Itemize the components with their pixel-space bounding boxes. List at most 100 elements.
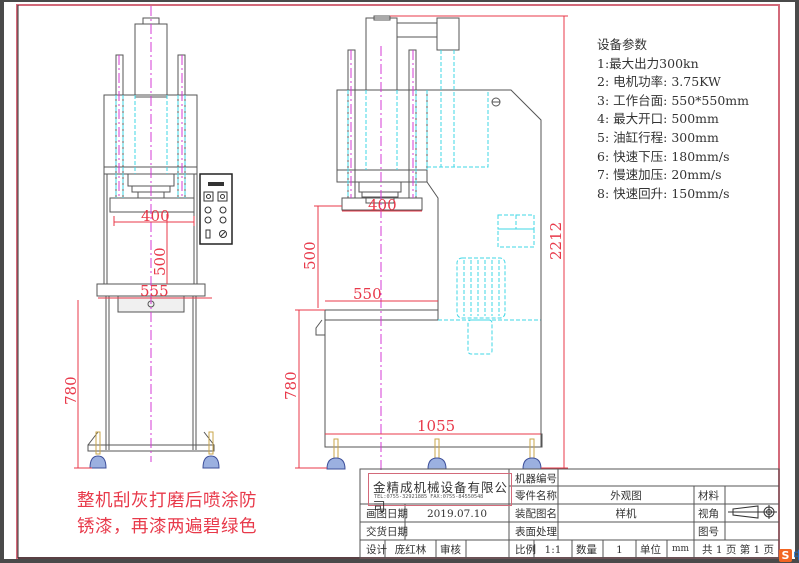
value-designer: 庞红林 bbox=[394, 544, 427, 556]
value-scale: 1:1 bbox=[544, 544, 562, 556]
panel-button[interactable] bbox=[204, 216, 212, 224]
side-frame-back bbox=[337, 89, 542, 447]
company-name: 金精成机械设备有限公司 bbox=[373, 480, 509, 514]
ime-logo-icon[interactable]: S bbox=[779, 549, 792, 562]
title-block-frame bbox=[359, 468, 780, 559]
title-block-grid bbox=[359, 468, 780, 559]
panel-label-plate bbox=[208, 182, 224, 186]
side-throat bbox=[426, 170, 439, 320]
panel-switch-left-knob bbox=[206, 194, 211, 199]
side-upper-table bbox=[341, 197, 423, 211]
dim-side-780: 780 bbox=[282, 371, 300, 400]
company-box: 金精成机械设备有限公司 TEL:0755-32921885 FAX:0755-8… bbox=[368, 473, 512, 514]
projection-symbol-icon bbox=[728, 505, 777, 519]
value-part-name: 外观图 bbox=[610, 490, 642, 502]
value-assembly: 样机 bbox=[615, 508, 637, 520]
cad-drawing: 400 500 555 780 bbox=[16, 4, 780, 559]
panel-switch-left[interactable] bbox=[203, 191, 214, 202]
panel-button[interactable] bbox=[204, 206, 212, 214]
panel-emergency-stop[interactable] bbox=[219, 230, 227, 238]
foot-bolt-left bbox=[95, 431, 101, 455]
label-view-angle: 视角 bbox=[698, 508, 719, 520]
ime-mode[interactable]: 中 bbox=[793, 549, 799, 562]
label-drawing-no: 图号 bbox=[698, 526, 719, 538]
dim-side-550: 550 bbox=[353, 285, 382, 303]
parameter-item: 7: 慢速加压: 20mm/s bbox=[597, 167, 722, 183]
label-delivery-date: 交货日期 bbox=[366, 526, 408, 538]
dim-side-1055: 1055 bbox=[417, 417, 455, 435]
value-draw-date: 2019.07.10 bbox=[426, 508, 488, 520]
projection-cone-icon bbox=[732, 505, 759, 519]
label-draw-date: 画图日期 bbox=[366, 508, 408, 520]
hidden-valve-base bbox=[497, 228, 535, 248]
label-part-name: 零件名称 bbox=[515, 490, 557, 502]
parameter-item: 3: 工作台面: 550*550mm bbox=[597, 92, 749, 108]
side-base bbox=[324, 433, 543, 448]
side-ram bbox=[358, 181, 402, 193]
company-contact: TEL:0755-32921885 FAX:0755-84550548 bbox=[374, 494, 484, 500]
label-qty: 数量 bbox=[576, 544, 597, 556]
hidden-valve bbox=[515, 214, 535, 230]
side-foot-pad bbox=[522, 457, 542, 470]
dim-front-400: 400 bbox=[141, 207, 170, 225]
label-scale: 比例 bbox=[515, 544, 536, 556]
side-dimensions bbox=[295, 15, 568, 469]
foot-pad-right bbox=[202, 455, 220, 469]
parameter-item: 5: 油缸行程: 300mm bbox=[597, 129, 719, 145]
panel-button[interactable] bbox=[219, 206, 227, 214]
label-machine-no: 机器编号 bbox=[515, 473, 557, 485]
side-centerlines bbox=[350, 46, 414, 472]
label-material: 材料 bbox=[698, 490, 719, 502]
note-line-1: 整机刮灰打磨后喷涂防 bbox=[77, 491, 257, 511]
value-qty: 1 bbox=[616, 544, 623, 556]
panel-switch-right-knob bbox=[220, 194, 225, 199]
parameter-item: 1:最大出力300kn bbox=[597, 55, 699, 71]
dim-front-780: 780 bbox=[62, 376, 80, 405]
upper-table bbox=[109, 197, 195, 213]
hidden-pump bbox=[467, 319, 493, 355]
note-line-2: 锈漆，再漆两遍碧绿色 bbox=[77, 517, 257, 537]
hidden-valve bbox=[497, 214, 517, 230]
hidden-line bbox=[427, 90, 489, 168]
parameter-item: 8: 快速回升: 150mm/s bbox=[597, 185, 730, 201]
side-foot-bolt bbox=[434, 438, 440, 460]
panel-key-switch[interactable] bbox=[205, 229, 211, 239]
side-hidden-lines bbox=[347, 50, 541, 355]
label-unit: 单位 bbox=[640, 544, 661, 556]
side-table-lip bbox=[315, 319, 325, 336]
side-valve-block bbox=[436, 17, 460, 51]
side-cylinder-arm bbox=[396, 22, 438, 38]
label-review: 审核 bbox=[440, 544, 461, 556]
parameter-item: 6: 快速下压: 180mm/s bbox=[597, 148, 730, 164]
foot-bolt-right bbox=[208, 431, 214, 455]
painting-note: 整机刮灰打磨后喷涂防 锈漆，再漆两遍碧绿色 bbox=[77, 488, 257, 540]
dim-side-500: 500 bbox=[301, 241, 319, 270]
side-foot-bolt bbox=[333, 438, 339, 460]
drawing-sheet: 400 500 555 780 bbox=[4, 2, 795, 559]
parameter-item: 4: 最大开口: 500mm bbox=[597, 111, 719, 127]
foot-pad-left bbox=[89, 455, 107, 469]
panel-button[interactable] bbox=[219, 216, 227, 224]
dim-side-2212: 2212 bbox=[547, 222, 565, 260]
front-dimensions bbox=[74, 214, 212, 469]
side-foot-bolt bbox=[529, 438, 535, 460]
label-surface: 表面处理 bbox=[515, 526, 557, 538]
dim-front-555: 555 bbox=[140, 282, 169, 300]
page-count: 共 1 页 第 1 页 bbox=[702, 544, 775, 556]
label-design: 设计 bbox=[366, 544, 387, 556]
parameters-title: 设备参数 bbox=[597, 37, 648, 52]
front-centerlines bbox=[118, 6, 183, 462]
equipment-parameters: 设备参数 1:最大出力300kn 2: 电机功率: 3.75KW 3: 工作台面… bbox=[597, 36, 749, 203]
panel-emergency-stop-mark bbox=[220, 231, 226, 237]
value-unit: mm bbox=[671, 544, 690, 554]
parameter-item: 2: 电机功率: 3.75KW bbox=[597, 74, 721, 90]
side-view bbox=[315, 15, 543, 470]
side-foot-pad bbox=[326, 457, 346, 470]
front-hidden-lines bbox=[115, 95, 186, 198]
dim-side-400: 400 bbox=[368, 196, 397, 214]
panel-switch-right[interactable] bbox=[217, 191, 228, 202]
side-ram-tip bbox=[365, 196, 395, 204]
label-assembly: 装配图名 bbox=[515, 508, 557, 520]
hidden-motor bbox=[456, 257, 506, 319]
dim-front-500: 500 bbox=[151, 247, 169, 276]
